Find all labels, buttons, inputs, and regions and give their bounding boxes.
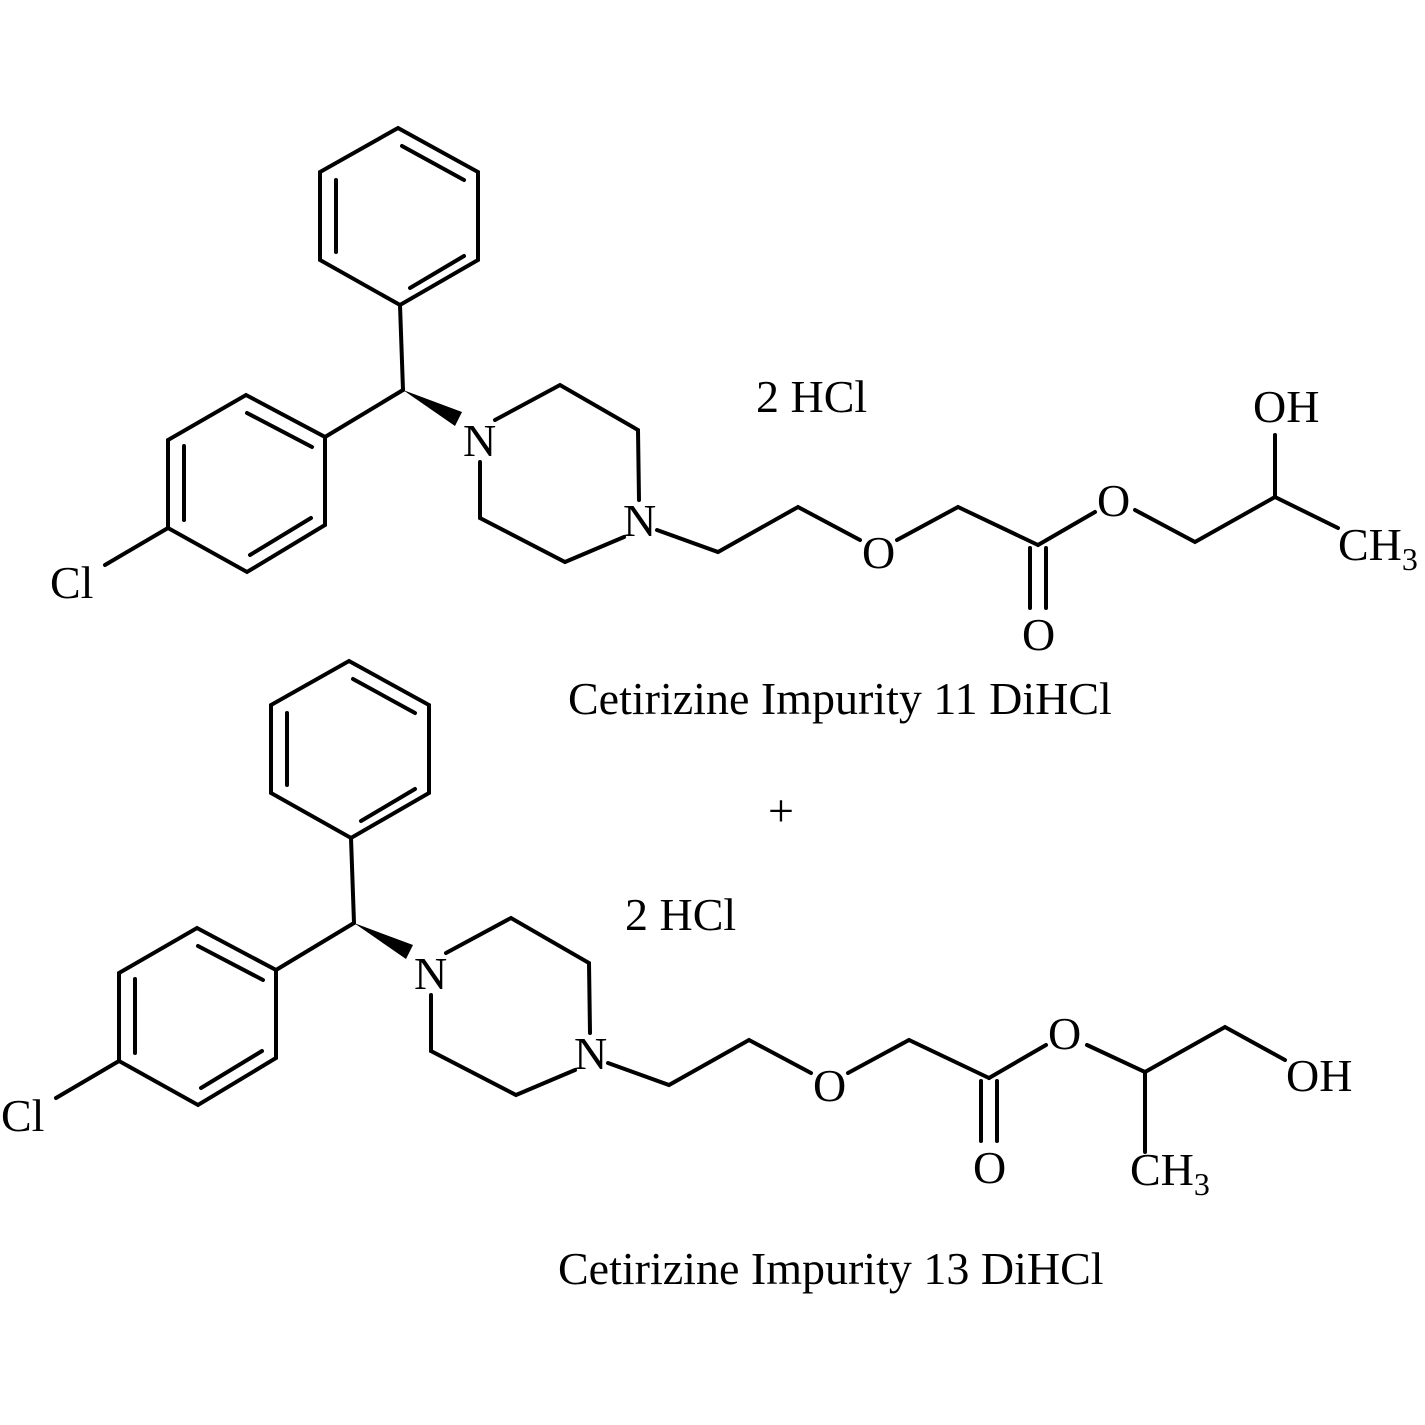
bond-ester-tail	[1085, 1024, 1287, 1154]
atom-cl: Cl	[50, 557, 93, 608]
atom-o-ether: O	[862, 527, 895, 578]
compound-caption: Cetirizine Impurity 13 DiHCl	[558, 1243, 1104, 1294]
atom-o-ester: O	[1048, 1008, 1081, 1059]
atom-o-ether: O	[813, 1060, 846, 1111]
atom-ch3: CH3	[1338, 519, 1418, 577]
atom-o-ester: O	[1097, 475, 1130, 526]
atom-n1: N	[414, 948, 447, 999]
compound-11: Cl N N O O O OH CH3 2 HCl Cetirizine Imp…	[50, 126, 1418, 724]
atom-oh: OH	[1253, 381, 1319, 432]
compound-13: Cl N N O O O OH CH3 2 HCl Cetirizine Imp…	[1, 659, 1352, 1294]
atom-cl: Cl	[1, 1090, 44, 1141]
compound-caption: Cetirizine Impurity 11 DiHCl	[568, 673, 1112, 724]
salt-label: 2 HCl	[625, 889, 736, 940]
atom-n2: N	[623, 495, 656, 546]
atom-ch3: CH3	[1130, 1144, 1210, 1202]
plus-sign: +	[768, 785, 794, 836]
atom-o-carbonyl: O	[1022, 609, 1055, 660]
bond-ester-tail	[1133, 433, 1340, 545]
atom-n2: N	[574, 1028, 607, 1079]
atom-o-carbonyl: O	[973, 1142, 1006, 1193]
atom-oh: OH	[1286, 1050, 1352, 1101]
salt-label: 2 HCl	[756, 371, 867, 422]
atom-n1: N	[463, 415, 496, 466]
